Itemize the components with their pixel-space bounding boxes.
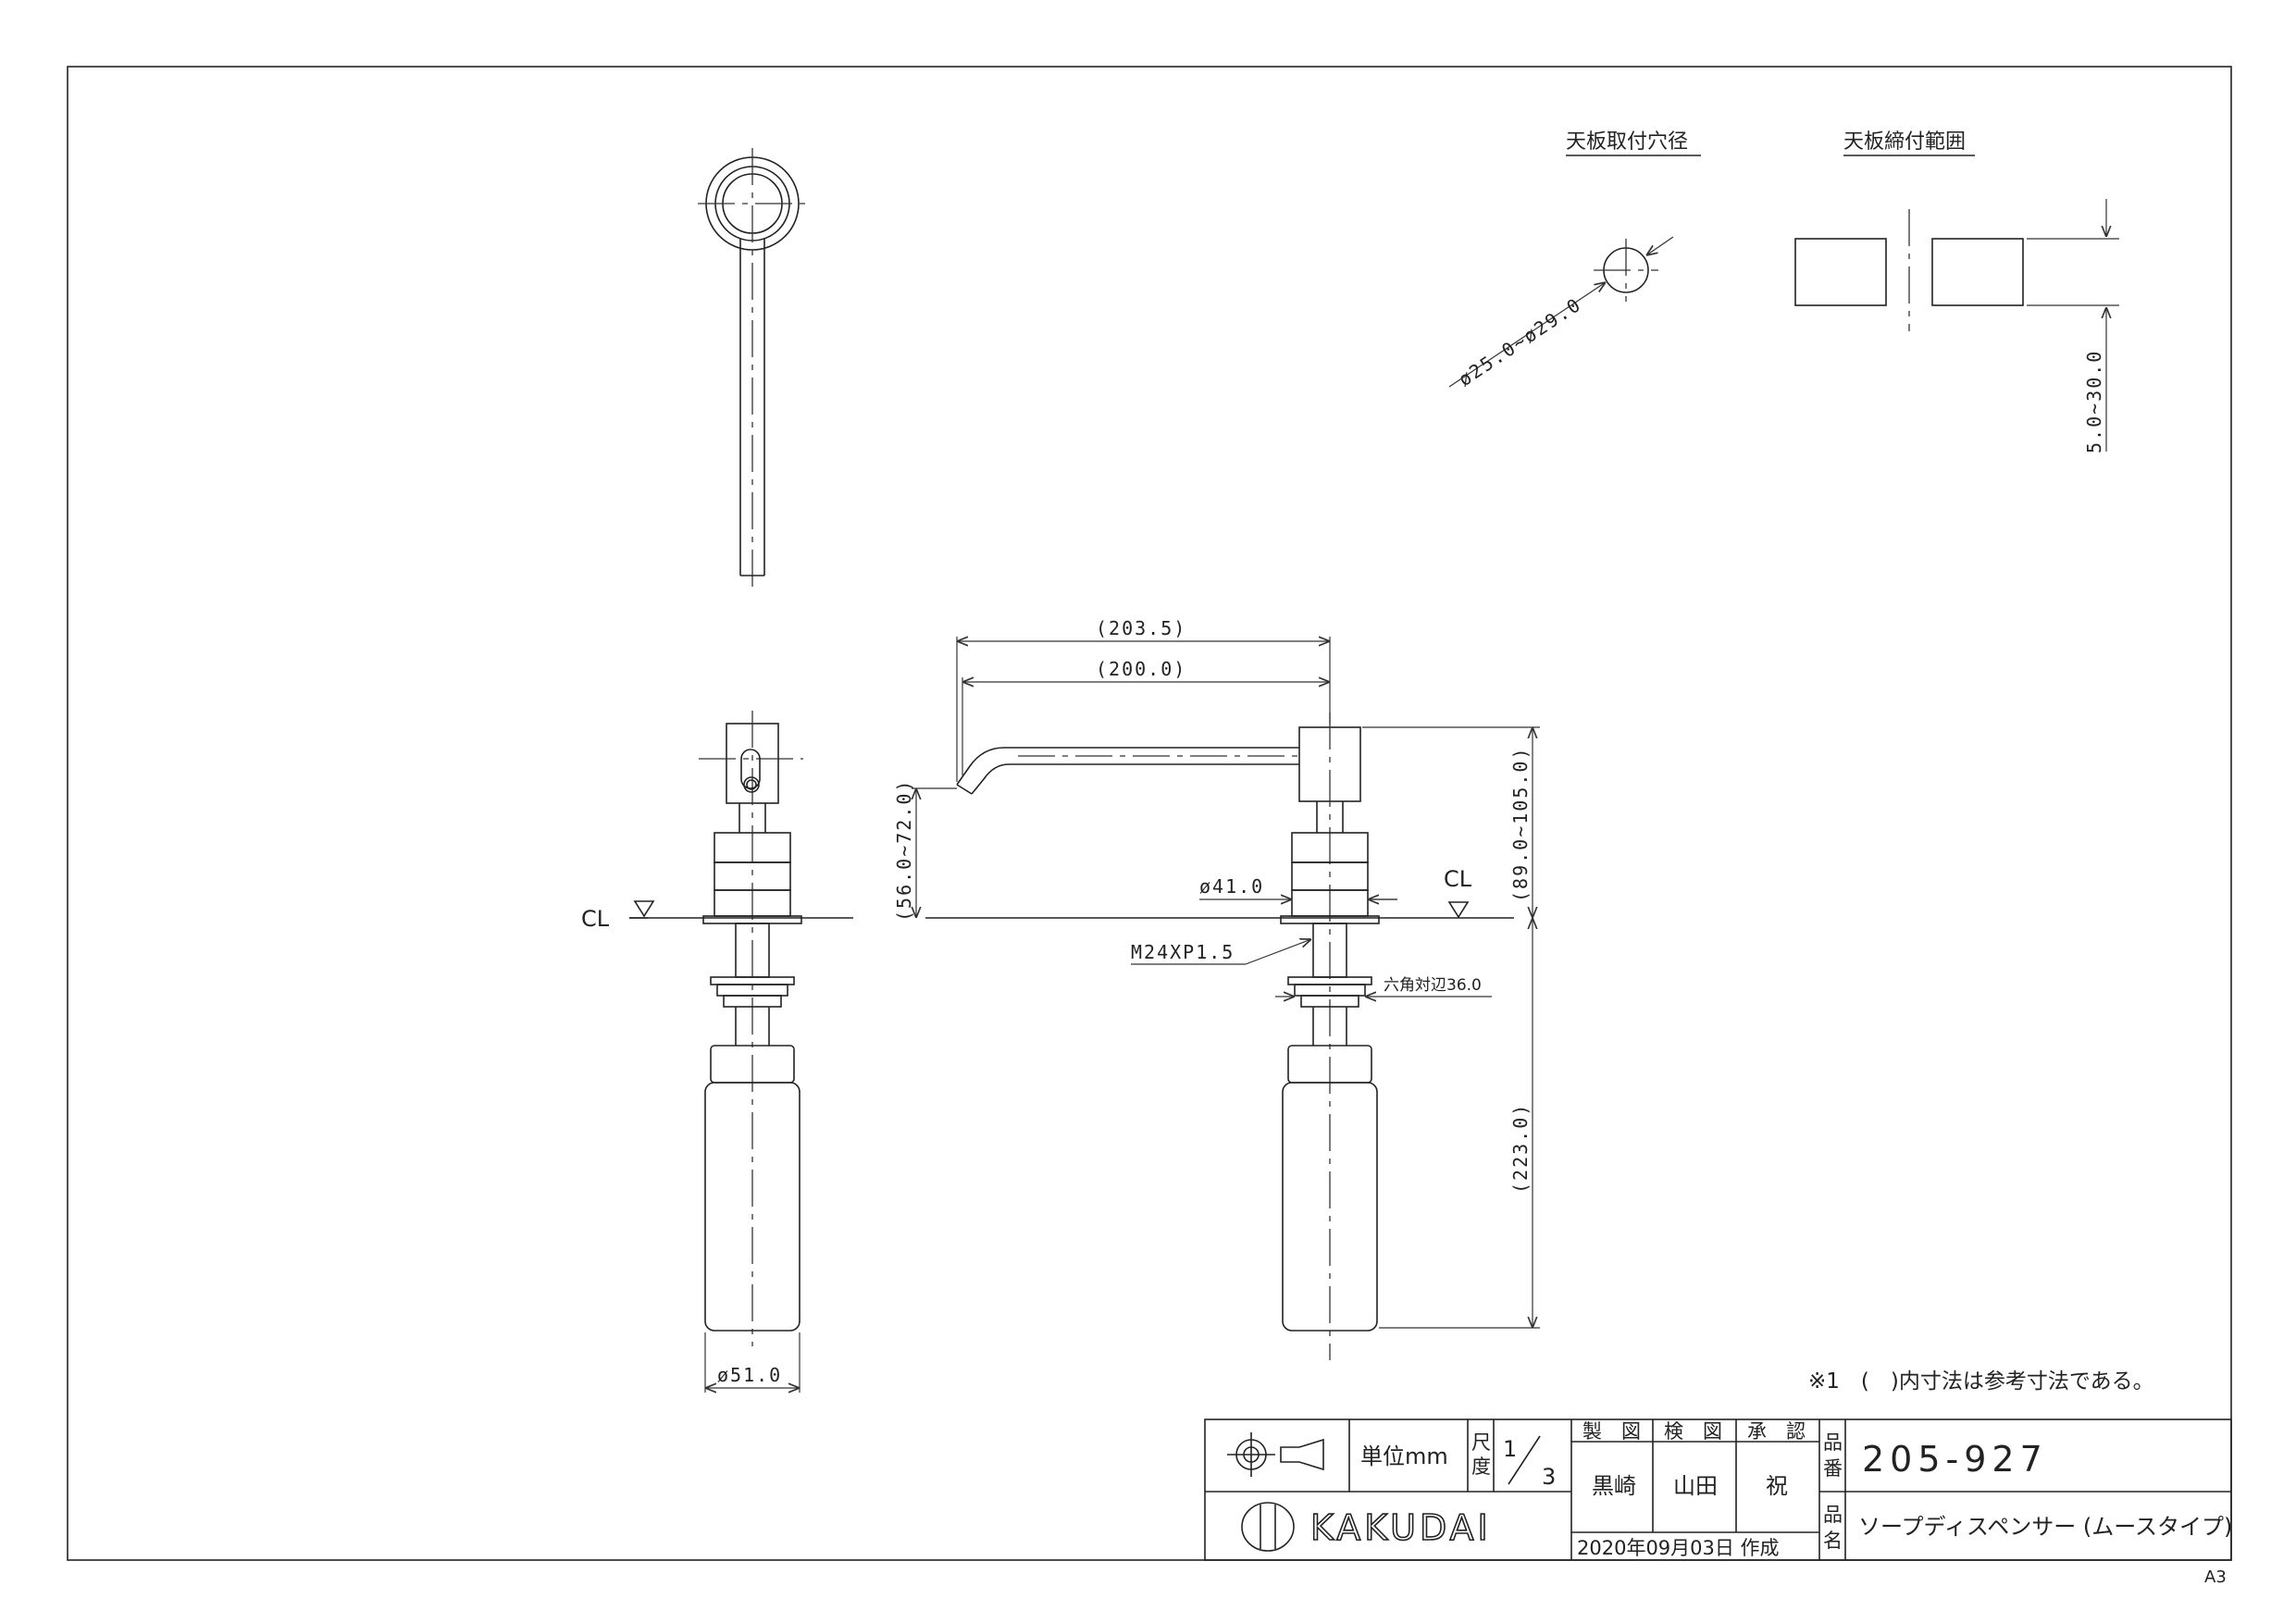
title-block: 単位mm 尺 度 1 3 製 図 検 図 承 認 黒崎 山田 祝 2020年09…: [1204, 1419, 2232, 1561]
counter-section-right: [1931, 238, 2024, 306]
approved-by: 祝: [1766, 1473, 1788, 1499]
sheet-size: A3: [2204, 1567, 2227, 1587]
checked-header: 検 図: [1664, 1420, 1722, 1443]
drawn-header: 製 図: [1582, 1420, 1641, 1443]
reference-dim-note: ※1 ( )内寸法は参考寸法である。: [1808, 1369, 2154, 1394]
cl-label-right: CL: [1444, 866, 1472, 892]
creation-date: 2020年09月03日 作成: [1577, 1537, 1780, 1559]
mounting-hole-view: 天板取付穴径 ø25.0~ø29.0: [1448, 130, 1701, 390]
part-name: ソープディスペンサー (ムースタイプ): [1858, 1514, 2232, 1540]
drawn-by: 黒崎: [1592, 1473, 1636, 1499]
below-counter-dim: (223.0): [1509, 1103, 1532, 1194]
spout-outer-dim: (203.5): [1096, 617, 1186, 639]
part-name-label-2: 名: [1823, 1530, 1843, 1552]
height-above-dim: (89.0~105.0): [1509, 747, 1532, 903]
cl-label-left: CL: [581, 906, 610, 932]
drawing-frame: [67, 66, 2232, 1561]
approved-header: 承 認: [1747, 1420, 1806, 1443]
scale-label-1: 尺: [1471, 1431, 1491, 1454]
part-name-label-1: 品: [1823, 1504, 1843, 1526]
scale-numerator: 1: [1503, 1436, 1517, 1462]
projection-symbol-icon: [1227, 1432, 1324, 1477]
part-no-label-1: 品: [1823, 1431, 1843, 1454]
kakudai-logo: KAKUDAI: [1241, 1502, 1492, 1552]
counter-section-left: [1794, 238, 1887, 306]
part-number: 205-927: [1862, 1439, 2048, 1480]
spout-inner-dim: (200.0): [1096, 658, 1186, 680]
clamp-range-dim: 5.0~30.0: [2083, 350, 2105, 453]
front-view: ø51.0 CL: [581, 711, 853, 1393]
thread-dim: M24XP1.5: [1131, 941, 1235, 963]
mounting-hole-title: 天板取付穴径: [1566, 130, 1688, 154]
hole-diameter-dim: ø25.0~ø29.0: [1454, 292, 1585, 390]
scale-label-2: 度: [1471, 1456, 1491, 1478]
side-view: (203.5) (200.0) (89.0~105.0) (223.0) (56…: [893, 617, 1540, 1360]
part-no-label-2: 番: [1823, 1457, 1843, 1480]
top-view: [698, 148, 807, 592]
spout-height-dim: (56.0~72.0): [893, 779, 915, 922]
checked-by: 山田: [1673, 1473, 1718, 1499]
hex-dim: 六角対辺36.0: [1384, 976, 1482, 995]
clamp-range-view: 天板締付範囲 5.0~30.0: [1794, 130, 2119, 453]
svg-text:KAKUDAI: KAKUDAI: [1310, 1507, 1492, 1548]
bottle-diameter-dim: ø51.0: [717, 1364, 782, 1386]
scale-denominator: 3: [1542, 1464, 1556, 1490]
body-diameter-dim: ø41.0: [1199, 875, 1264, 898]
unit-label: 単位mm: [1360, 1443, 1448, 1469]
clamp-range-title: 天板締付範囲: [1843, 130, 1966, 154]
